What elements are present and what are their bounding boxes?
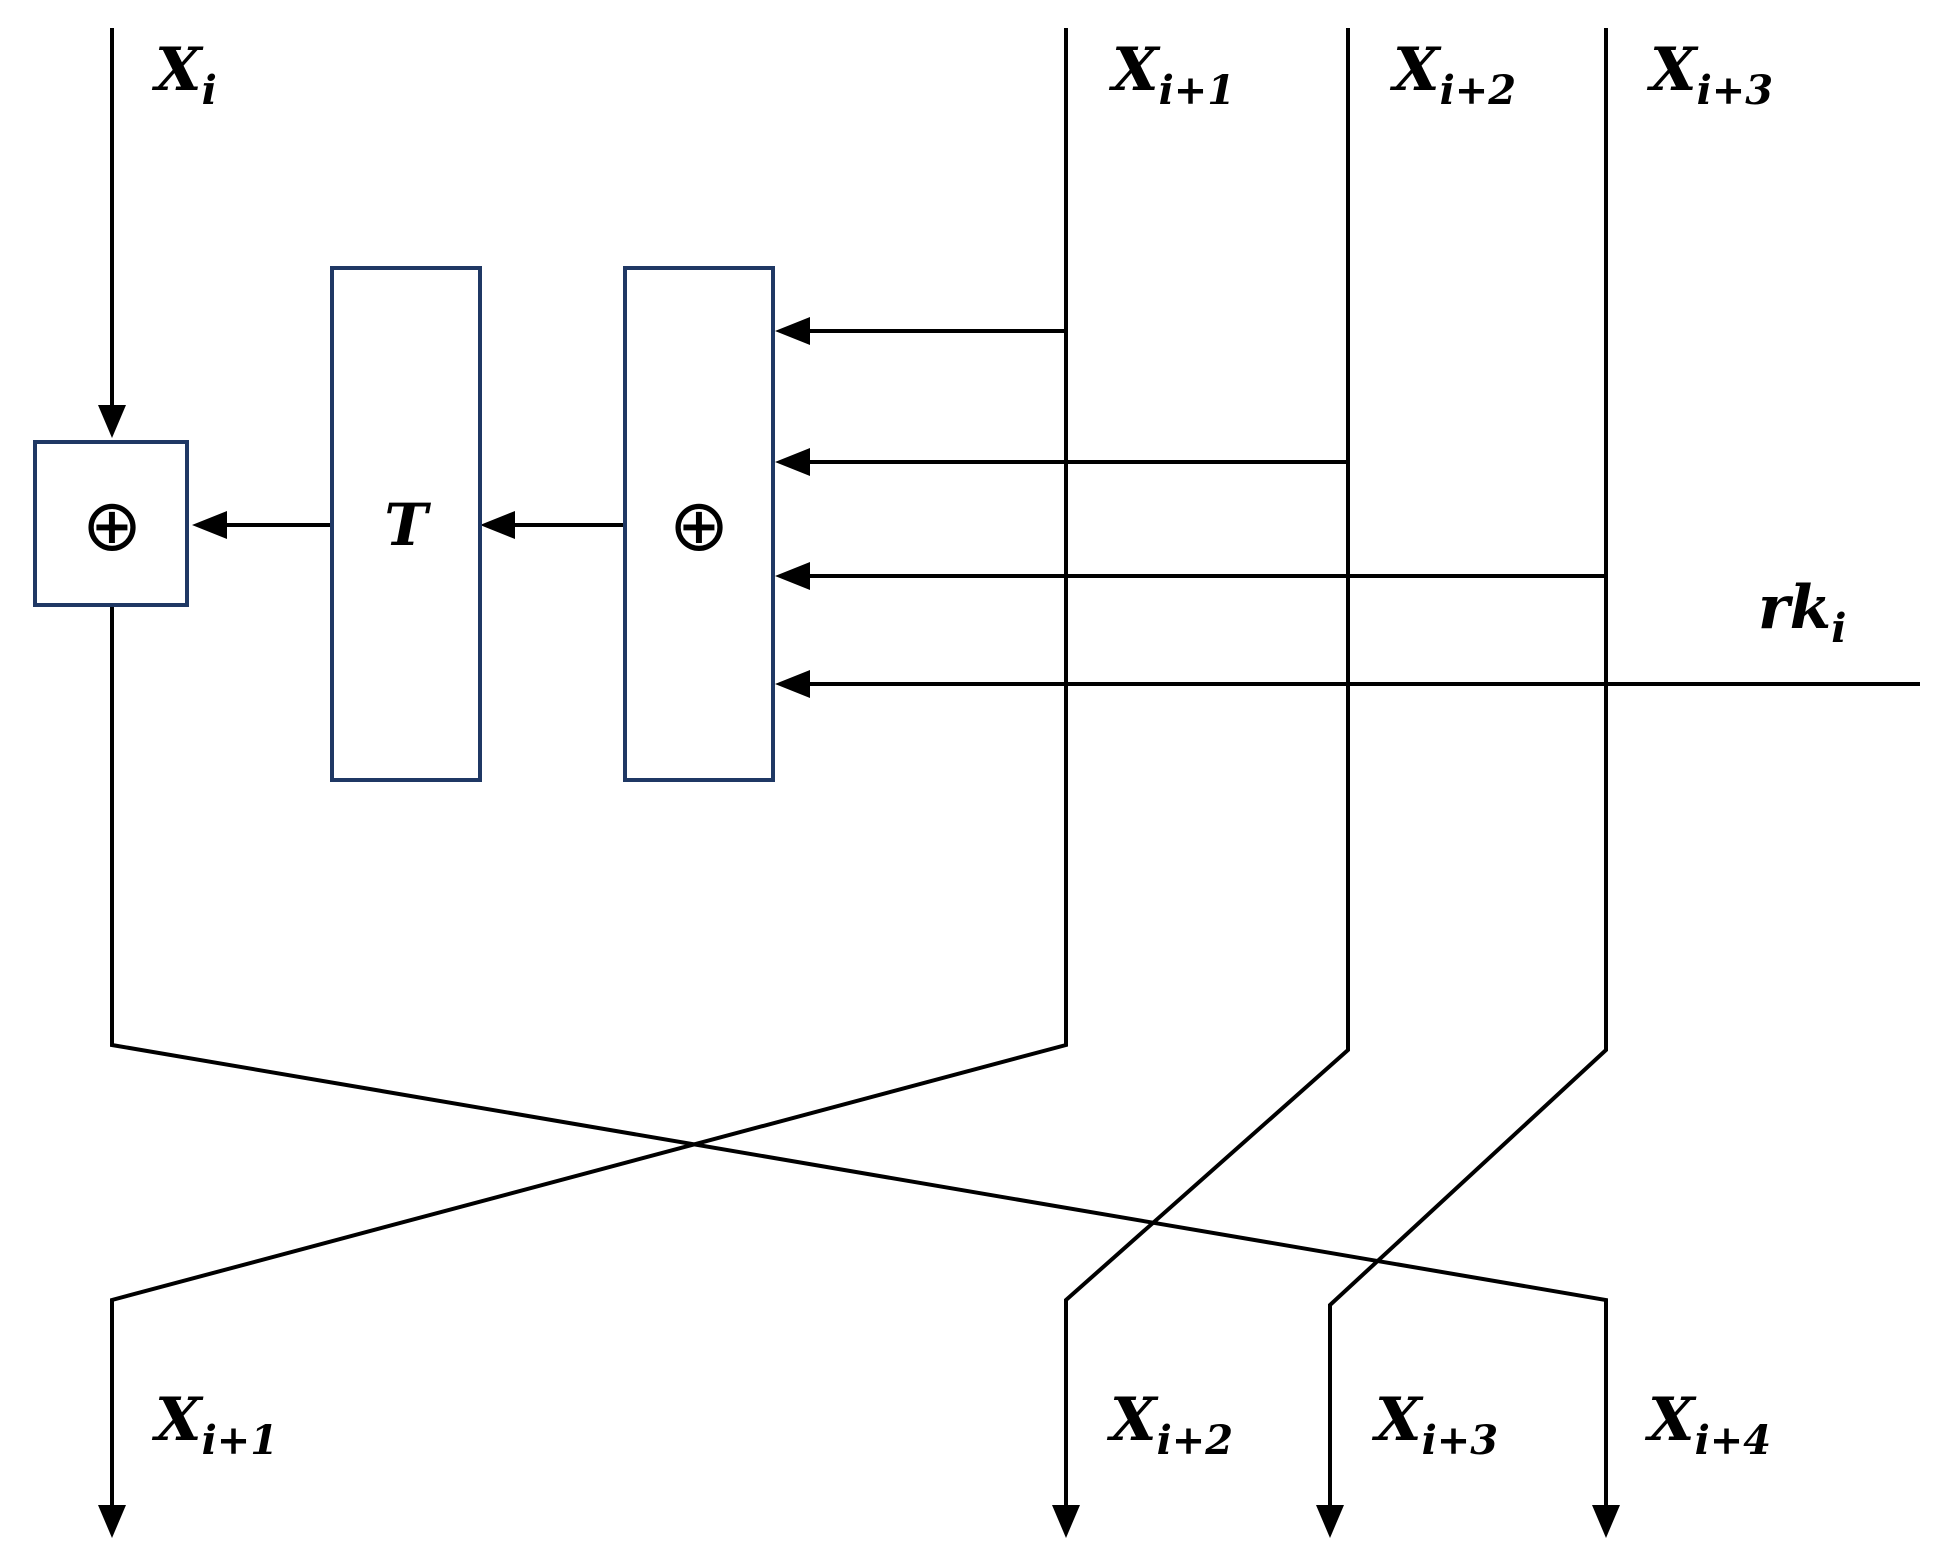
label-input-xi2: Xi+2 <box>1389 35 1516 114</box>
wire-left-xor-out <box>110 605 1608 1510</box>
arrow-xor-to-t <box>480 511 515 539</box>
arrow-output-xi3 <box>1316 1505 1344 1538</box>
arrow-output-xi1 <box>98 1505 126 1538</box>
arrow-t-to-xor <box>192 511 227 539</box>
label-output-xi3: Xi+3 <box>1371 1385 1498 1464</box>
arrow-tap-xi3 <box>775 562 810 590</box>
label-output-xi4: Xi+4 <box>1644 1385 1771 1464</box>
right-xor-symbol: ⊕ <box>669 483 729 567</box>
arrow-output-xi4 <box>1592 1505 1620 1538</box>
wire-input-xi2 <box>1064 28 1350 1510</box>
right-xor-box <box>623 266 775 782</box>
left-xor-box <box>33 440 189 607</box>
arrow-tap-rki <box>775 670 810 698</box>
wire-input-xi3 <box>1328 28 1608 1510</box>
left-xor-symbol: ⊕ <box>82 483 142 567</box>
label-input-xi3: Xi+3 <box>1646 35 1773 114</box>
t-transform-box <box>330 266 482 782</box>
label-input-xi: Xi <box>151 35 217 114</box>
t-transform-label: T <box>384 491 431 559</box>
arrow-tap-xi2 <box>775 448 810 476</box>
label-output-xi1: Xi+1 <box>151 1385 278 1464</box>
label-input-xi1: Xi+1 <box>1108 35 1235 114</box>
arrow-into-left-xor <box>98 405 126 438</box>
label-output-xi2: Xi+2 <box>1106 1385 1233 1464</box>
arrow-tap-xi1 <box>775 317 810 345</box>
arrow-output-xi2 <box>1052 1505 1080 1538</box>
wire-input-xi1 <box>110 28 1068 1510</box>
label-round-key: rki <box>1758 573 1846 652</box>
